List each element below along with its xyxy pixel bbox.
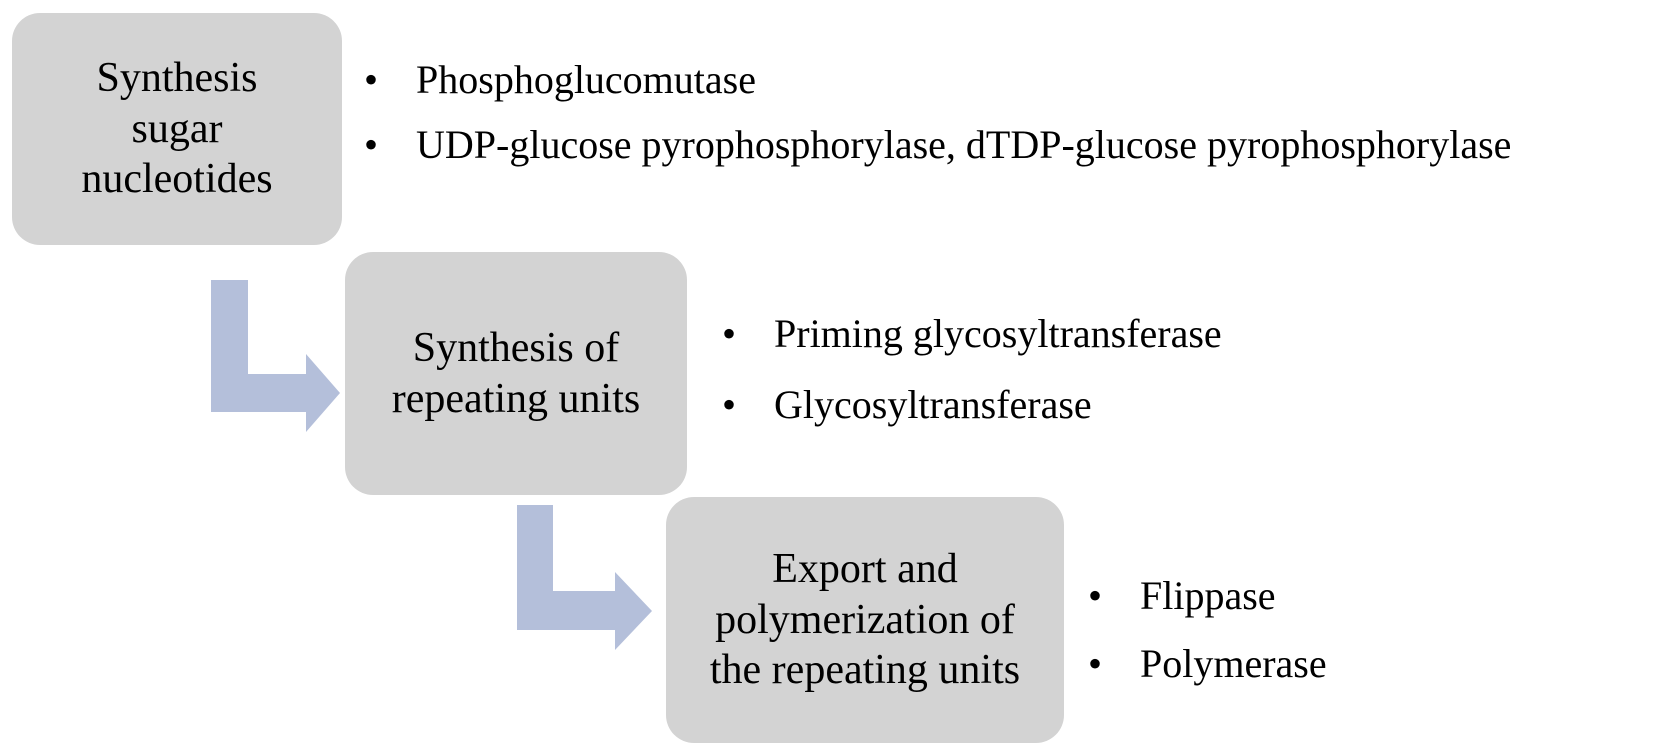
step-label-line: the repeating units [709, 647, 1021, 694]
step-box-synthesis-repeating-units: Synthesis of repeating units [345, 252, 687, 495]
arrow-step1-to-step2 [211, 280, 340, 432]
step-label-line: sugar [131, 105, 223, 152]
step-label-line: Synthesis of [412, 325, 620, 372]
step-label-line: nucleotides [81, 156, 273, 203]
step-box-synthesis-sugar-nucleotides: Synthesis sugar nucleotides [12, 13, 342, 245]
step-label: Export and polymerization of the repeati… [710, 544, 1020, 695]
step-label: Synthesis sugar nucleotides [81, 53, 272, 204]
enzyme-item: Priming glycosyltransferase [722, 314, 1222, 385]
enzyme-item: Glycosyltransferase [722, 385, 1222, 456]
enzyme-list-step-1: Phosphoglucomutase UDP-glucose pyrophosp… [364, 60, 1511, 190]
step-label: Synthesis of repeating units [392, 323, 640, 424]
enzyme-item: Phosphoglucomutase [364, 60, 1511, 125]
arrow-step2-to-step3 [517, 505, 652, 650]
step-label-line: polymerization of [715, 596, 1015, 643]
enzyme-item: Polymerase [1088, 644, 1327, 712]
enzyme-item: UDP-glucose pyrophosphorylase, dTDP-gluc… [364, 125, 1511, 190]
enzyme-item: Flippase [1088, 576, 1327, 644]
enzyme-list-step-2: Priming glycosyltransferase Glycosyltran… [722, 314, 1222, 456]
step-label-line: Export and [772, 546, 958, 593]
step-label-line: repeating units [391, 375, 641, 422]
enzyme-list-step-3: Flippase Polymerase [1088, 576, 1327, 712]
step-label-line: Synthesis [96, 55, 258, 102]
step-box-export-polymerization: Export and polymerization of the repeati… [666, 497, 1064, 743]
